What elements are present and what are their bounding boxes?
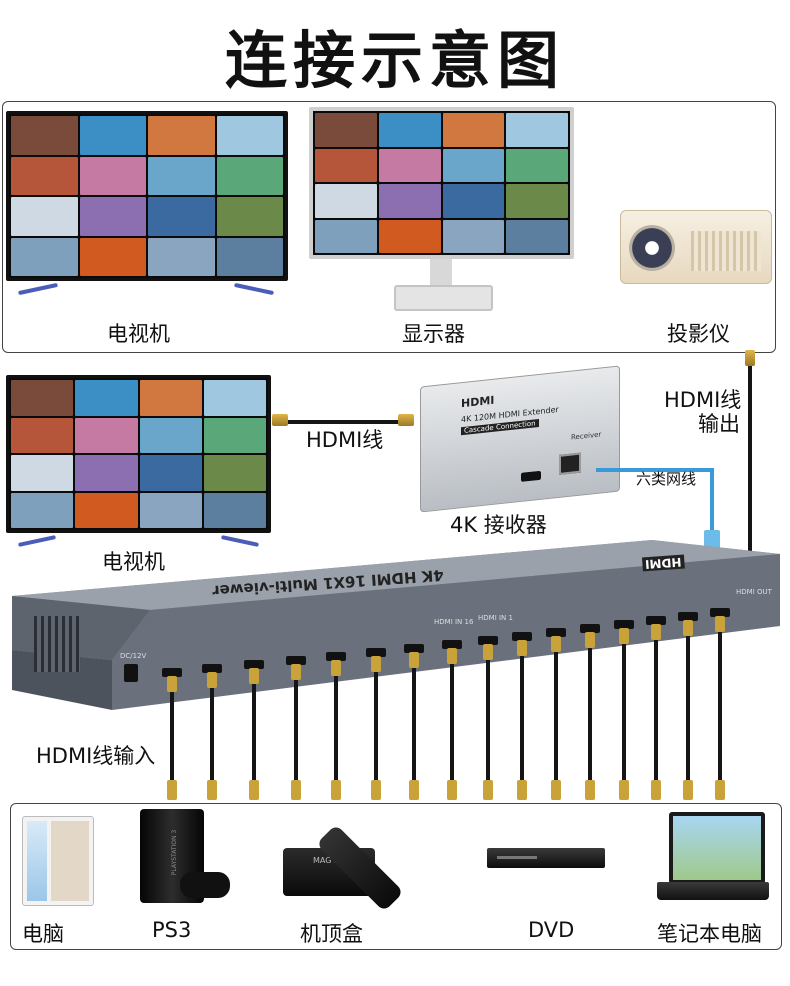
dvd-player — [487, 848, 605, 868]
laptop — [657, 812, 769, 908]
laptop-screen — [669, 812, 765, 884]
ps3-controller — [180, 872, 230, 898]
laptop-base — [657, 882, 769, 900]
dvd-label: DVD — [528, 918, 574, 942]
hdmi-input-label: HDMI线输入 — [36, 740, 155, 770]
pc-tower-panel — [27, 821, 47, 901]
ps3-label: PS3 — [152, 918, 191, 942]
ps3-brand: PLAYSTATION 3 — [171, 830, 178, 875]
pc-tower-side — [51, 821, 89, 901]
pc-tower — [22, 816, 94, 906]
stb-label: 机顶盒 — [300, 918, 363, 948]
pc-label: 电脑 — [22, 918, 64, 948]
dvd-tray — [497, 856, 537, 859]
laptop-label: 笔记本电脑 — [657, 918, 762, 948]
